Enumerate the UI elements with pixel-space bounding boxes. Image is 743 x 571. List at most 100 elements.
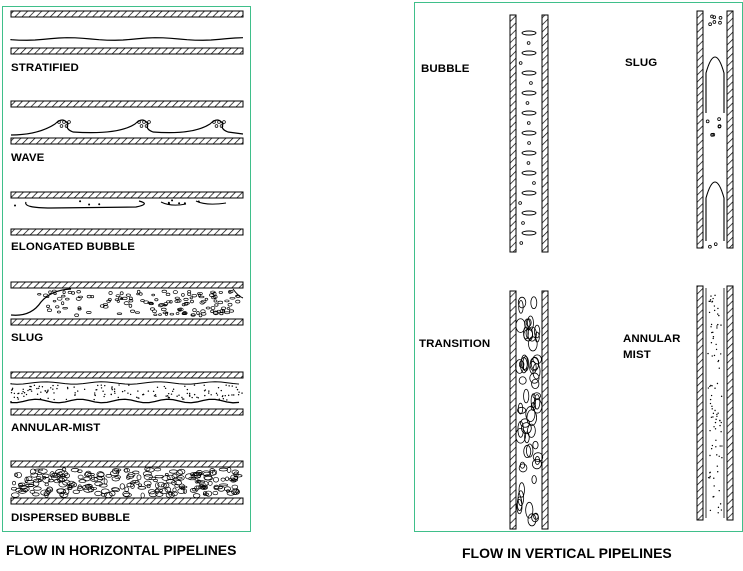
mist-droplet (197, 397, 200, 399)
mist-droplet (127, 392, 129, 394)
mist-droplet (710, 394, 713, 397)
dispersed-bubble (103, 491, 113, 499)
dispersed-bubble (34, 468, 43, 472)
spray-droplet (137, 120, 141, 124)
churn-interface (534, 456, 540, 465)
slug-bubble (134, 311, 140, 314)
mist-droplet (721, 457, 723, 459)
mist-droplet (189, 395, 191, 397)
churn-interface (520, 418, 531, 428)
mist-droplet (720, 353, 722, 355)
mist-droplet (718, 367, 720, 369)
mist-droplet (203, 384, 205, 387)
pipe-wall-bottom (10, 228, 244, 236)
slug-bubble (62, 290, 66, 295)
slug-bubble (151, 293, 156, 297)
dispersed-bubble (196, 470, 203, 476)
small-bubble (521, 221, 525, 225)
slug-bubble (136, 292, 140, 296)
dispersed-bubble (32, 486, 42, 491)
regime-label-slug: SLUG (11, 332, 44, 344)
mist-droplet (713, 305, 716, 307)
slug-bubble (53, 292, 57, 295)
slug-bubble (189, 296, 193, 300)
mist-droplet (708, 311, 711, 314)
pipe-wall-right (726, 10, 734, 249)
slug-bubble (140, 299, 145, 302)
dispersed-bubble (209, 469, 216, 476)
mist-droplet (713, 426, 715, 428)
mist-droplet (228, 385, 230, 387)
slug-bubble (221, 306, 227, 310)
dispersed-droplet (197, 200, 200, 203)
mist-droplet (166, 395, 169, 397)
slug-bubble (102, 305, 109, 309)
slug-front (10, 288, 72, 316)
mist-droplet (709, 385, 711, 388)
dispersed-bubble (40, 489, 50, 496)
dispersed-bubble (93, 476, 103, 482)
gas-bubble (521, 190, 537, 196)
slug-bubble (43, 293, 49, 298)
spray-droplet (222, 120, 226, 124)
slug-bubble (119, 291, 124, 296)
dispersed-droplet (183, 202, 186, 205)
dispersed-bubble (226, 491, 236, 496)
slug-bubble (169, 299, 173, 304)
gas-bubble (521, 230, 537, 236)
churn-interface (525, 406, 536, 423)
mist-droplet (111, 388, 113, 391)
mist-droplet (155, 395, 157, 398)
mist-droplet (709, 454, 711, 457)
slug-bubble (229, 309, 234, 313)
churn-interface (518, 463, 528, 473)
slug-bubble (209, 293, 215, 297)
slug-bubble (116, 312, 123, 315)
mist-droplet (714, 409, 716, 412)
dispersed-bubble (220, 477, 226, 482)
slug-bubble (175, 312, 180, 315)
slug-bubble (181, 292, 185, 297)
slug-bubble (55, 305, 60, 309)
mist-droplet (137, 390, 139, 392)
vertical-pipe-slug (696, 10, 734, 249)
mist-droplet (709, 429, 711, 432)
dispersed-bubble (174, 483, 180, 488)
slug-bubble (154, 298, 159, 302)
dispersed-bubble (111, 468, 120, 474)
mist-droplet (11, 389, 13, 391)
churn-interface (528, 336, 538, 352)
mist-droplet (93, 398, 95, 401)
dispersed-bubble (203, 474, 213, 481)
slug-bubble (229, 297, 236, 300)
dispersed-bubble (165, 492, 175, 498)
pipe-wall-bottom (10, 137, 244, 145)
mist-droplet (220, 389, 222, 392)
mist-droplet (73, 386, 75, 388)
mist-droplet (94, 392, 96, 394)
churn-interface (519, 461, 526, 469)
churn-interface (518, 376, 527, 385)
dispersed-bubble (140, 492, 145, 499)
gas-bubble (521, 30, 537, 36)
dispersed-bubble (212, 490, 219, 496)
mist-droplet (142, 393, 145, 396)
dispersed-bubble (15, 488, 24, 493)
mist-droplet (22, 390, 24, 393)
mist-droplet (156, 386, 159, 389)
mist-droplet (181, 396, 183, 399)
small-bubble (529, 81, 533, 85)
small-bubble (518, 201, 522, 205)
dispersed-bubble (51, 474, 58, 481)
slug-bubble (187, 292, 192, 296)
mist-droplet (102, 390, 104, 392)
horizontal-pipe-2 (10, 191, 244, 236)
slug-bubble (211, 296, 217, 300)
mist-droplet (30, 388, 32, 391)
gas-bubble (521, 110, 537, 116)
dispersed-bubble (18, 483, 24, 487)
mist-droplet (716, 465, 719, 467)
dispersed-bubble (143, 480, 152, 487)
dispersed-bubble (168, 491, 173, 497)
regime-label-bubble: BUBBLE (421, 63, 470, 75)
